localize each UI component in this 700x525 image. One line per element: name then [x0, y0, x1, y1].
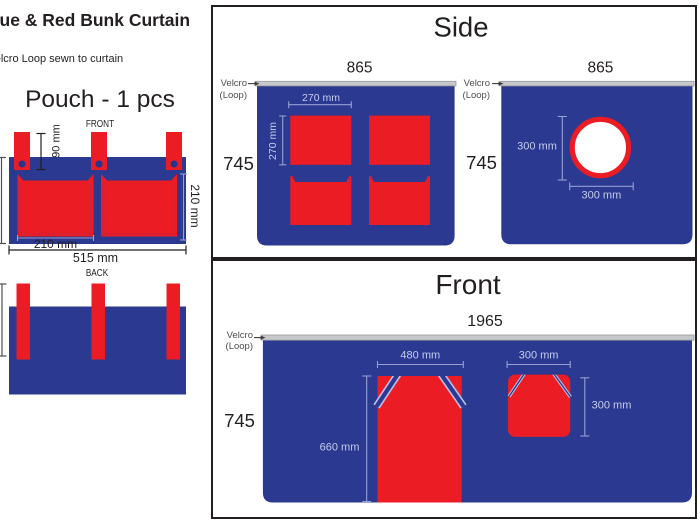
- side-right-porthole: [569, 116, 632, 179]
- pouch-dim-515-label: 515 mm: [72, 250, 119, 265]
- pouch-front-pocket-1: [17, 174, 94, 237]
- side-left-dim-270-height-label: 270 mm: [266, 121, 279, 160]
- front-dim-300-width: [506, 361, 571, 368]
- pouch-heading: Pouch - 1 pcs: [25, 85, 175, 113]
- front-panel-title: Front: [435, 268, 501, 300]
- sheet-title: Blue & Red Bunk Curtain: [0, 9, 191, 30]
- side-right-dim-300-width: [569, 182, 634, 191]
- sheet-subtitle: Velcro Loop sewn to curtain: [0, 53, 124, 65]
- side-left-velcro-label-2: (Loop): [219, 89, 247, 101]
- pouch-front-dim-515: [8, 245, 187, 255]
- side-right-dim-300-height-label: 300 mm: [517, 140, 557, 153]
- front-width-label: 1965: [467, 312, 503, 330]
- pouch-dim-210-height-label: 210 mm: [188, 184, 202, 228]
- front-door-strap-left: [373, 376, 402, 409]
- side-left-dim-270-width-label: 270 mm: [302, 91, 340, 104]
- pouch-front-tab-2: [91, 132, 107, 170]
- front-window-strap-left: [507, 374, 526, 398]
- pouch-front-snap-2: [95, 160, 103, 168]
- side-panel-title: Side: [433, 10, 489, 42]
- pouch-dim-210-width-label: 210 mm: [33, 236, 78, 251]
- front-curtain-drawing: [254, 334, 695, 503]
- front-height-label: 745: [224, 409, 255, 431]
- front-velcro-strip: [260, 334, 695, 341]
- side-right-dim-300-width-label: 300 mm: [581, 189, 622, 201]
- pouch-back-left-dim-cutoff: [0, 283, 7, 357]
- side-left-velcro-pointer: [248, 81, 260, 86]
- front-velcro-label-1: Velcro: [226, 329, 253, 341]
- front-door-strap-right: [437, 376, 467, 409]
- side-right-curtain-drawing: [492, 80, 695, 245]
- side-left-curtain-drawing: [248, 80, 457, 246]
- side-left-dim-270-height: [279, 115, 287, 166]
- front-dim-300-width-label: 300 mm: [518, 349, 559, 361]
- side-right-dim-300-height: [557, 115, 567, 181]
- front-dim-660-label: 660 mm: [319, 441, 360, 453]
- pouch-front-snap-3: [170, 160, 178, 168]
- pouch-front-left-dim-cutoff: [0, 156, 6, 245]
- pouch-front-dim-90: [36, 132, 46, 171]
- side-right-velcro-label-2: (Loop): [462, 89, 490, 101]
- side-left-pocket-2: [369, 176, 430, 225]
- side-right-velcro-strip: [499, 80, 695, 87]
- front-dim-480-label: 480 mm: [400, 349, 441, 361]
- side-left-square-1: [290, 115, 352, 165]
- front-dim-660: [362, 375, 372, 503]
- side-left-dim-270-width: [288, 101, 352, 109]
- side-right-width-label: 865: [587, 58, 614, 76]
- side-right-velcro-label-1: Velcro: [463, 78, 490, 89]
- front-velcro-pointer: [254, 335, 266, 340]
- pouch-back-drawing: [0, 283, 186, 395]
- front-window-strap-right: [552, 374, 572, 398]
- pouch-front-pocket-2: [101, 174, 177, 237]
- front-velcro-label-2: (Loop): [225, 341, 253, 352]
- front-dim-300-height-label: 300 mm: [591, 399, 632, 411]
- pouch-back-tab-2: [91, 283, 105, 360]
- pouch-front-dim-210-height: [180, 173, 187, 241]
- pouch-back-tab-3: [166, 283, 180, 360]
- front-window-opening: [508, 374, 571, 437]
- pouch-front-dim-210-width: [16, 235, 95, 241]
- pouch-front-tab-1: [14, 132, 30, 170]
- front-dim-300-height: [580, 377, 590, 437]
- side-left-height-label: 745: [223, 152, 254, 174]
- side-left-width-label: 865: [346, 58, 373, 76]
- pouch-front-tab-3: [166, 132, 182, 170]
- side-left-velcro-label-1: Velcro: [220, 78, 247, 89]
- pouch-front-snap-1: [18, 160, 26, 168]
- pouch-front-drawing: [0, 132, 187, 255]
- pouch-back-label: BACK: [85, 268, 109, 280]
- side-right-height-label: 745: [466, 151, 497, 173]
- front-door-opening: [377, 376, 462, 503]
- front-curtain-body: [262, 340, 692, 503]
- pouch-back-tab-1: [16, 283, 30, 360]
- side-left-velcro-strip: [255, 80, 457, 87]
- side-right-velcro-pointer: [492, 81, 504, 86]
- front-dim-480: [376, 361, 464, 368]
- pouch-front-label: FRONT: [85, 119, 114, 131]
- side-left-pocket-1: [290, 176, 352, 225]
- side-left-square-2: [369, 115, 430, 165]
- pouch-dim-90-label: 90 mm: [50, 124, 63, 158]
